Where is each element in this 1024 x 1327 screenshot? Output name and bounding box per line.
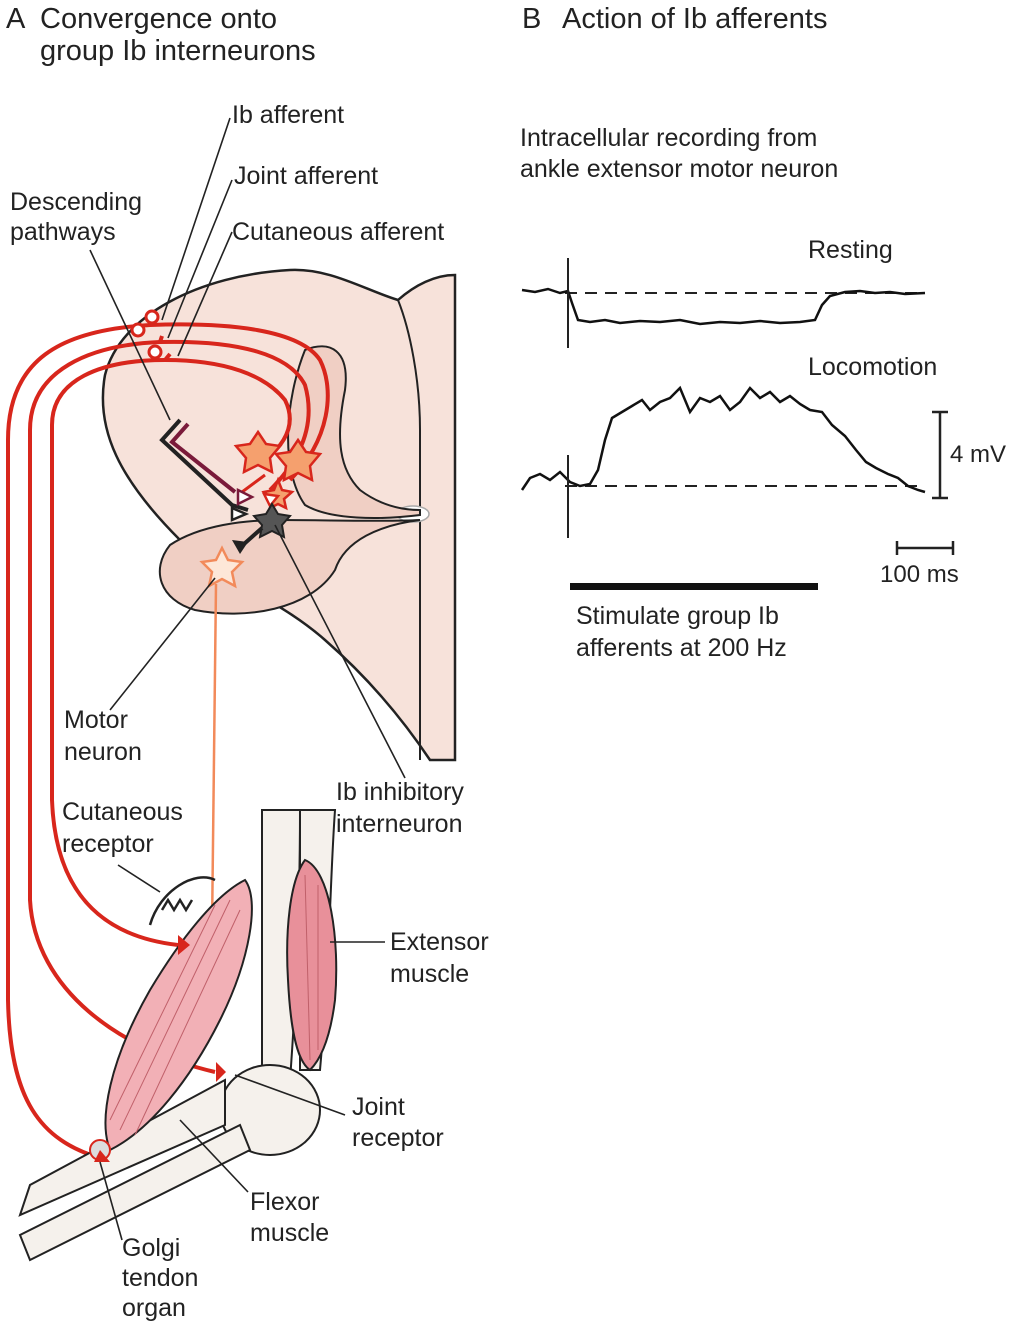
interneuron-1 (233, 429, 283, 475)
leader-ib-afferent (161, 117, 231, 321)
label-golgi-line3: organ (122, 1294, 186, 1322)
label-joint-receptor-line1: Joint (352, 1093, 405, 1121)
cutaneous-afferent-fiber (50, 357, 292, 947)
resting-trace (521, 258, 926, 348)
leader-descending (89, 249, 171, 421)
voltage-scale-label: 4 mV (950, 441, 1006, 468)
leader-golgi (99, 1161, 123, 1241)
label-extensor-line2: muscle (390, 960, 469, 988)
stimulus-bar (570, 583, 818, 590)
cutaneous-receptor-shape (148, 876, 216, 926)
panel-a-title-line2: group Ib interneurons (40, 35, 316, 67)
receptor-endings (160, 897, 194, 913)
synaptic-terminals (230, 487, 281, 522)
label-ib-interneuron-line1: Ib inhibitory (336, 778, 464, 806)
inhibitory-axon (242, 526, 264, 546)
terminal-red-1 (261, 492, 281, 509)
time-scale-label: 100 ms (880, 561, 959, 588)
ganglion-ib (144, 309, 160, 325)
ganglion-cutaneous (147, 344, 163, 360)
label-descending-line1: Descending (10, 188, 142, 216)
panel-a-labels: Ib afferent Joint afferent Cutaneous aff… (10, 101, 489, 1322)
leader-flexor (179, 1119, 249, 1193)
label-cutaneous-receptor-line2: receptor (62, 830, 154, 858)
leader-ib-interneuron (274, 524, 406, 779)
flexor-fiber-1 (119, 899, 231, 1131)
skin-arc (148, 876, 216, 926)
panel-a-title-line1: Convergence onto (40, 3, 277, 35)
locomotion-trace (520, 385, 926, 538)
recording-caption-line2: ankle extensor motor neuron (520, 155, 838, 183)
interneuron-3 (261, 476, 295, 511)
label-joint-afferent: Joint afferent (234, 162, 378, 190)
extensor-fiber-1 (304, 874, 311, 1061)
motor-neuron-cell (199, 545, 245, 589)
stimulus-caption-line1: Stimulate group Ib (576, 602, 779, 630)
label-golgi-line1: Golgi (122, 1234, 180, 1262)
convergent-interneurons (233, 429, 323, 511)
label-extensor-line1: Extensor (390, 928, 489, 956)
label-motor-neuron-line1: Motor (64, 706, 128, 734)
terminal-black (230, 506, 250, 522)
label-ib-interneuron-line2: interneuron (336, 810, 462, 838)
flexor-fiber-2 (134, 909, 241, 1136)
lower-leg-bone-2 (18, 1123, 252, 1262)
panel-a: A Convergence onto group Ib interneurons (6, 3, 489, 1322)
flexor-fiber-3 (109, 904, 216, 1121)
label-flexor-line2: muscle (250, 1219, 329, 1247)
dorsal-root-ganglia (130, 309, 163, 360)
leader-motor-neuron (109, 577, 216, 711)
stimulus-caption-line2: afferents at 200 Hz (576, 634, 787, 662)
arrow-cutaneous (178, 935, 190, 955)
motor-axon (210, 583, 218, 931)
label-motor-neuron-line2: neuron (64, 738, 142, 766)
arrow-golgi (94, 1150, 110, 1162)
inhibitory-terminal (232, 540, 248, 554)
trace-label-locomotion: Locomotion (808, 353, 937, 381)
gray-matter (158, 345, 421, 615)
receptor-arrowheads (94, 935, 226, 1162)
label-ib-afferent: Ib afferent (232, 101, 344, 129)
label-flexor-line1: Flexor (250, 1188, 319, 1216)
recording-caption-line1: Intracellular recording from (520, 124, 817, 152)
leader-cutaneous-afferent (177, 231, 233, 357)
label-cutaneous-afferent: Cutaneous afferent (232, 218, 444, 246)
spinal-cord-midline (397, 299, 421, 760)
leader-joint-receptor (234, 1074, 346, 1116)
voltage-scale-bar (932, 410, 948, 500)
muscle-fibers (109, 874, 319, 1136)
panel-a-letter: A (6, 3, 26, 35)
descending-fiber-black (159, 418, 249, 512)
terminal-maroon (236, 487, 255, 507)
extensor-muscle-shape (286, 858, 338, 1072)
panel-b-letter: B (522, 3, 541, 35)
locomotion-membrane-potential (520, 385, 926, 494)
interneuron-2 (273, 437, 323, 483)
trace-label-resting: Resting (808, 236, 893, 264)
leader-cutaneous-receptor (117, 864, 161, 893)
leader-lines (89, 117, 406, 1241)
ganglion-joint (130, 322, 146, 338)
arrow-joint (216, 1062, 226, 1082)
ib-inhibitory-interneuron (252, 502, 292, 539)
descending-fiber-maroon (169, 422, 237, 494)
joint-afferent-fiber (28, 339, 311, 1074)
leader-joint-afferent (167, 179, 233, 339)
panel-b-title: Action of Ib afferents (562, 3, 827, 35)
label-joint-receptor-line2: receptor (352, 1124, 444, 1152)
label-cutaneous-receptor-line1: Cutaneous (62, 798, 183, 826)
panel-b: B Action of Ib afferents Intracellular r… (520, 3, 1006, 662)
ib-afferent-fiber (6, 322, 330, 1160)
time-scale-bar (895, 541, 955, 555)
label-descending-line2: pathways (10, 218, 116, 246)
label-golgi-line2: tendon (122, 1264, 198, 1292)
resting-membrane-potential (521, 287, 926, 326)
